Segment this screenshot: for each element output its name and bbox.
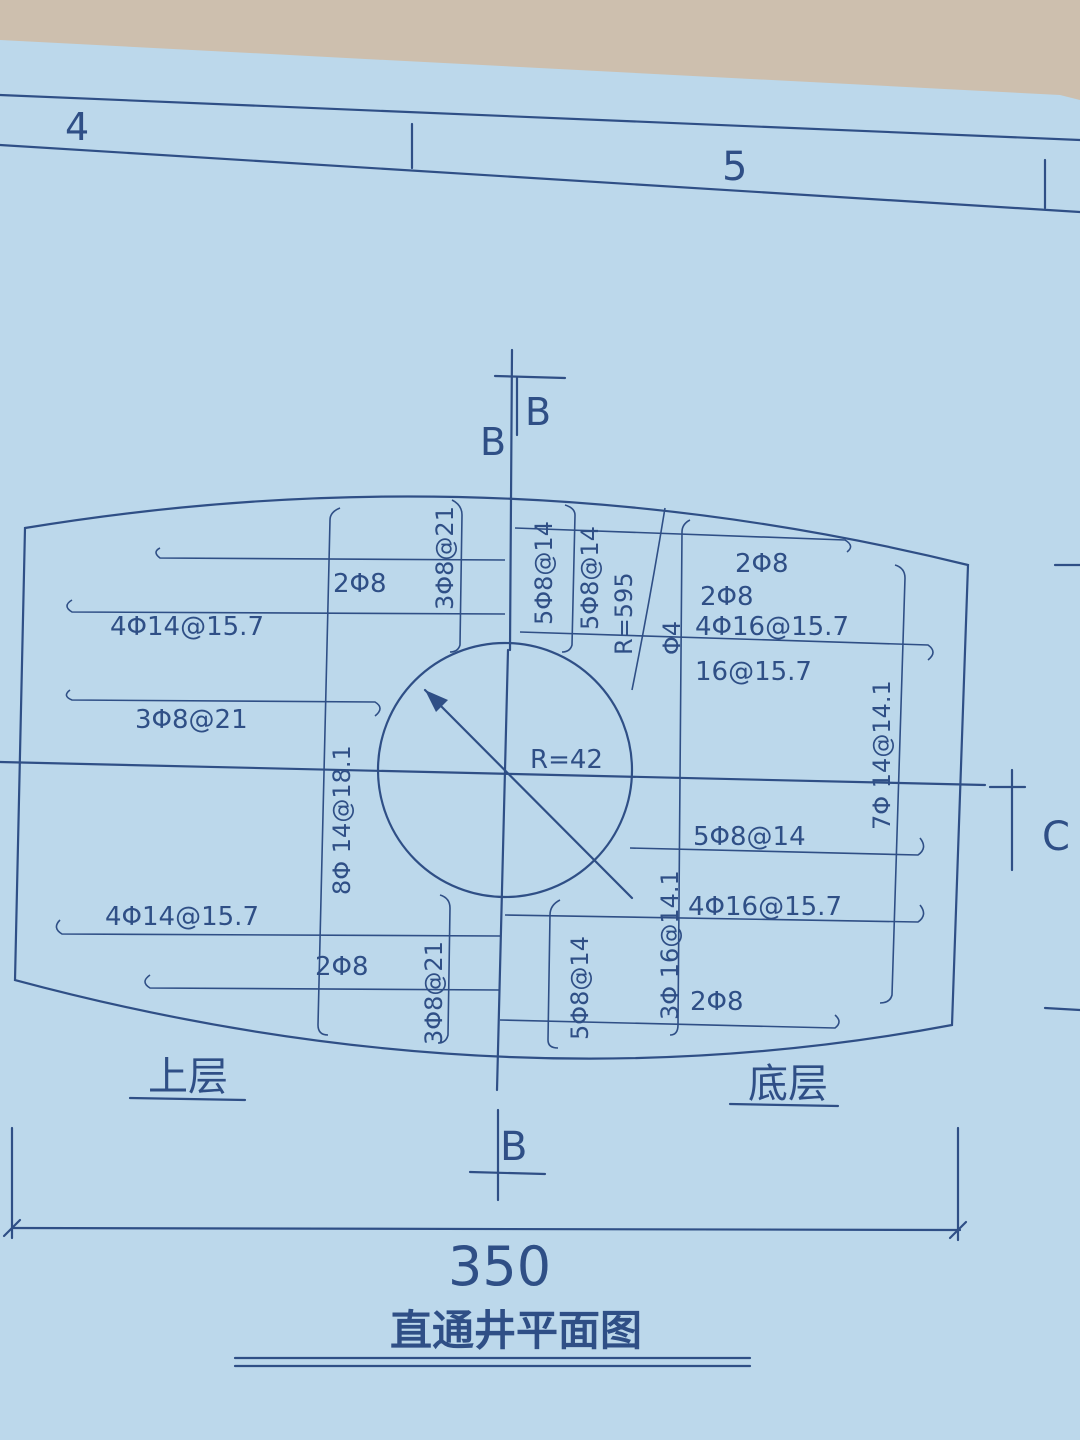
section-c: C — [1042, 814, 1070, 860]
dimension-line: 350 — [2, 1126, 968, 1298]
label-upper-4phi14-top: 4Φ14@15.7 — [110, 612, 264, 642]
section-b-top-left: B — [480, 420, 506, 464]
label-bottom-2phi8: 2Φ8 — [690, 987, 744, 1017]
layer-label-upper-underline — [128, 1096, 247, 1102]
layer-label-bottom: 底层 — [748, 1061, 828, 1107]
label-center-5phi8-b: 5Φ8@14 — [576, 526, 604, 630]
label-right-16-157: 16@15.7 — [695, 657, 812, 687]
label-center-5phi8-a: 5Φ8@14 — [530, 521, 558, 625]
manhole-circle — [376, 641, 634, 899]
slab-outline — [13, 495, 970, 1060]
label-upper-3phi8-vertical-top: 3Φ8@21 — [431, 506, 459, 610]
drawing-title: 直通井平面图 — [390, 1306, 642, 1355]
radius-arrow — [423, 688, 634, 900]
label-upper-2phi8-top: 2Φ8 — [333, 569, 387, 599]
title-cell-4: 4 — [65, 105, 89, 149]
label-right-4phi16-top: 4Φ16@15.7 — [695, 612, 849, 642]
section-b-bottom: B — [500, 1124, 527, 1170]
axis-vertical-top — [508, 348, 514, 652]
label-upper-3phi8-vertical-bottom: 3Φ8@21 — [420, 941, 448, 1045]
label-right-7phi14-vertical: 7Φ 14@14.1 — [868, 680, 896, 830]
label-right-4phi16-bottom: 4Φ16@15.7 — [688, 892, 842, 922]
section-mark-c: C — [988, 563, 1080, 1012]
layer-label-upper: 上层 — [148, 1054, 228, 1100]
label-bottom-3phi16-vertical: 3Φ 16@14.1 — [656, 870, 684, 1020]
label-upper-8phi14-vertical: 8Φ 14@18.1 — [328, 745, 356, 895]
label-bottom-5phi8-vertical: 5Φ8@14 — [566, 936, 594, 1040]
title-block: 4 5 — [0, 93, 1080, 214]
label-upper-2phi8-bottom: 2Φ8 — [315, 952, 369, 982]
bottom-layer-rebars — [499, 504, 934, 1049]
label-right-2phi8-a: 2Φ8 — [735, 549, 789, 579]
axis-vertical-main — [495, 648, 510, 1092]
layer-label-bottom-underline — [728, 1102, 840, 1108]
label-phi4: Φ4 — [658, 621, 686, 655]
dimension-value: 350 — [448, 1235, 551, 1298]
label-upper-4phi14-bottom: 4Φ14@15.7 — [105, 902, 259, 932]
section-mark-b-bottom: B — [468, 1108, 547, 1202]
label-radius-595: R=595 — [610, 572, 638, 655]
radius-arrowhead — [425, 690, 448, 712]
label-right-2phi8-b: 2Φ8 — [700, 582, 754, 612]
label-right-5phi8: 5Φ8@14 — [693, 822, 806, 852]
section-b-top-right: B — [525, 390, 551, 434]
title-cell-5: 5 — [722, 144, 747, 190]
label-upper-3phi8-mid: 3Φ8@21 — [135, 705, 248, 735]
paper — [0, 40, 1080, 1440]
section-mark-b-top: B B — [480, 374, 567, 464]
label-radius-42: R=42 — [530, 745, 603, 775]
axis-horizontal — [0, 760, 987, 787]
upper-layer-rebars — [55, 499, 506, 1044]
